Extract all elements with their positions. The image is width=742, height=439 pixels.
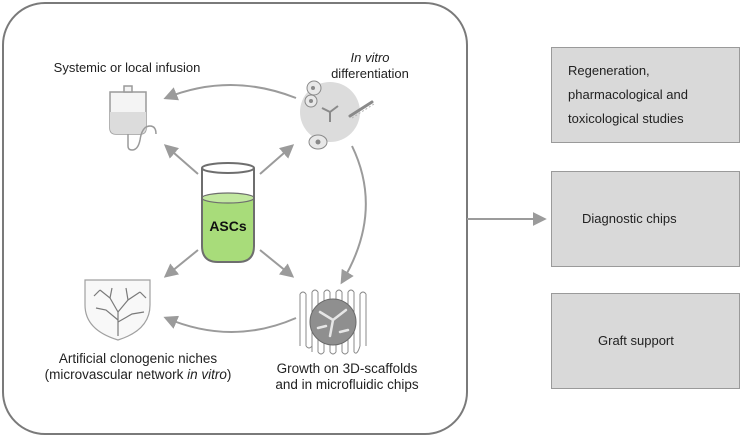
- application-label-regeneration: Regeneration, pharmacological and toxico…: [568, 63, 688, 126]
- scaffold-chip-icon: [299, 289, 367, 355]
- arrow-to-differentiation: [259, 144, 295, 175]
- application-box-regeneration: Regeneration, pharmacological and toxico…: [551, 47, 740, 143]
- niches-line1: Artificial clonogenic niches: [58, 351, 218, 366]
- application-box-graft: Graft support: [551, 293, 740, 389]
- infusion-label: Systemic or local infusion: [52, 60, 202, 76]
- flow-arrows: [163, 84, 547, 333]
- differentiation-cell-icon: [300, 80, 375, 150]
- arrow-to-niches: [163, 249, 199, 278]
- differentiation-label: In vitro differentiation: [290, 50, 450, 82]
- arrow-differentiation-to-infusion: [163, 84, 297, 101]
- application-label-diagnostic: Diagnostic chips: [582, 211, 677, 226]
- application-label-graft: Graft support: [598, 333, 674, 348]
- niches-line2-prefix: (microvascular network: [44, 367, 188, 382]
- infusion-bag-icon: [109, 85, 157, 151]
- scaffolds-line2: and in microfluidic chips: [275, 377, 419, 392]
- arrow-differentiation-to-scaffolds: [340, 145, 367, 285]
- differentiation-text: differentiation: [331, 66, 409, 81]
- arrow-to-scaffolds: [259, 249, 295, 278]
- scaffolds-label: Growth on 3D-scaffolds and in microfluid…: [262, 361, 432, 393]
- niches-label: Artificial clonogenic niches (microvascu…: [38, 351, 238, 383]
- vascular-niche-icon: [84, 279, 151, 341]
- arrow-to-infusion: [163, 144, 199, 175]
- niches-line2-italic: in vitro: [187, 367, 227, 382]
- niches-line2-suffix: ): [226, 367, 232, 382]
- infusion-label-text: Systemic or local infusion: [53, 60, 201, 75]
- ascs-tube: [201, 162, 255, 263]
- ascs-label: ASCs: [209, 218, 247, 234]
- arrow-scaffolds-to-niches: [163, 315, 297, 333]
- application-box-diagnostic: Diagnostic chips: [551, 171, 740, 267]
- scaffolds-line1: Growth on 3D-scaffolds: [276, 361, 418, 376]
- differentiation-italic: In vitro: [350, 50, 390, 65]
